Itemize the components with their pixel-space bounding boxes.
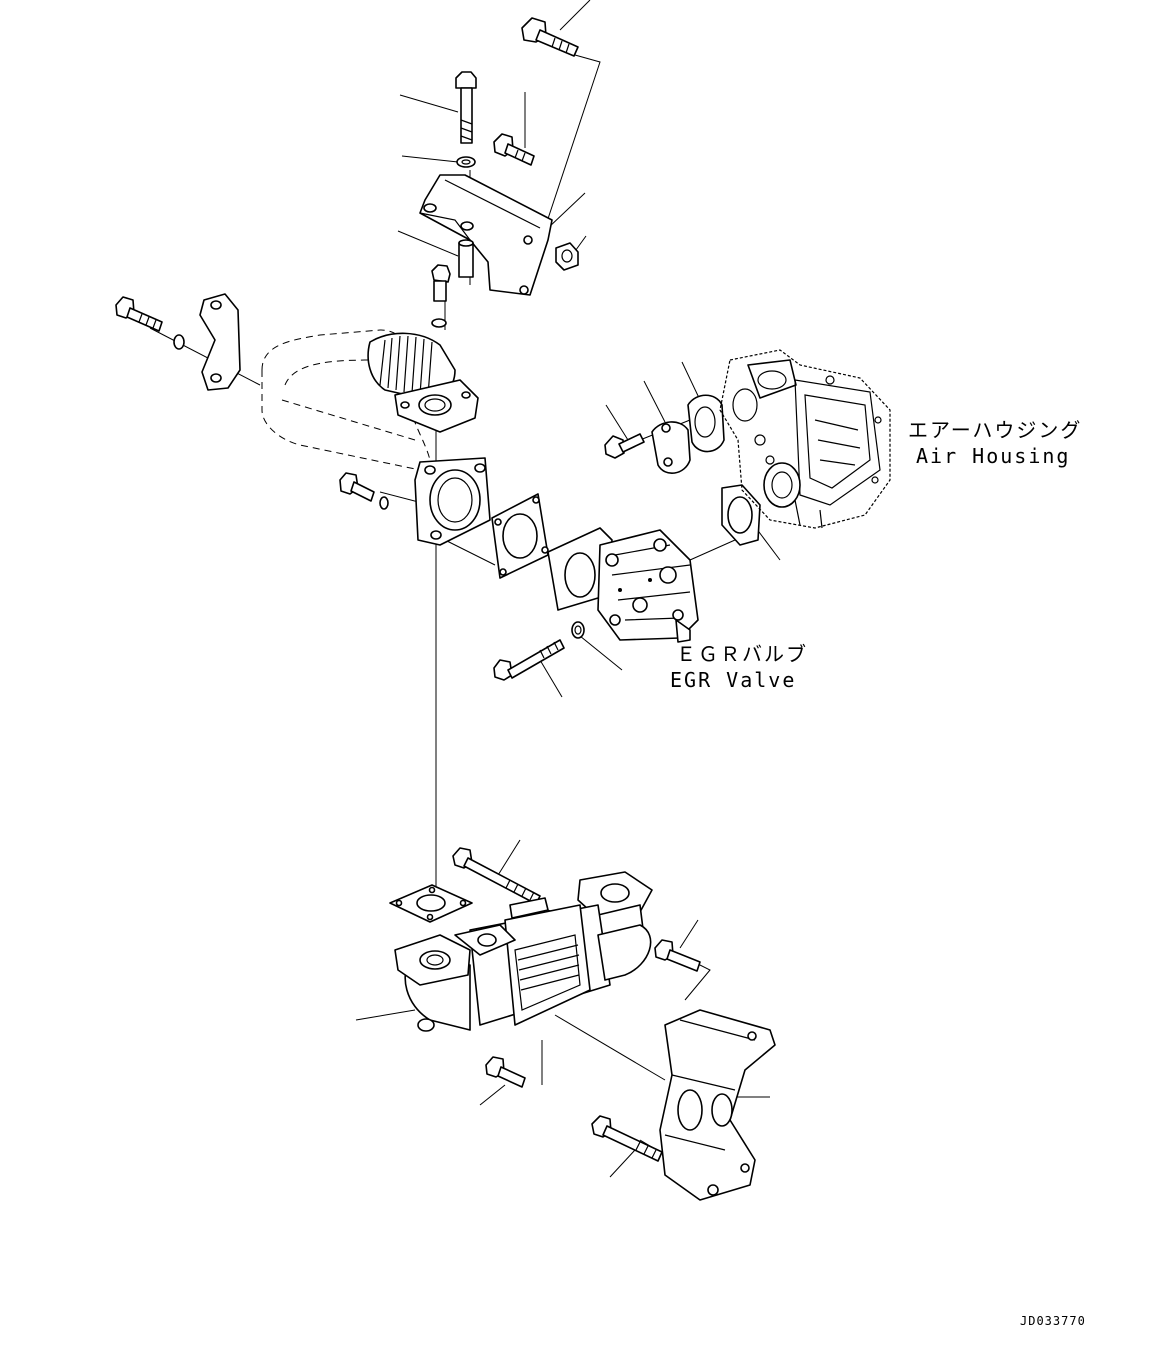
vertical-bolt: [455, 71, 477, 168]
small-bolt: [493, 133, 535, 166]
pipe-clamp: [199, 293, 241, 391]
valve-washer: [571, 621, 585, 639]
cooler-long-bolt: [452, 847, 541, 905]
bracket-bolt: [591, 1115, 663, 1162]
air-housing-label-en: Air Housing: [916, 444, 1071, 468]
cooler-bracket: [659, 1009, 776, 1201]
leader-lines: [355, 0, 781, 1178]
cover-bolt: [604, 433, 645, 459]
cover-plate: [651, 421, 691, 474]
egr-valve-label-jp: ＥＧＲバルブ: [676, 642, 808, 666]
valve-bolt: [493, 639, 565, 681]
cooler-lower-bolt: [485, 1056, 526, 1088]
egr-cooler: [394, 871, 653, 1032]
pipe-bolt: [431, 264, 451, 328]
bellows: [367, 332, 479, 433]
air-housing-label-jp: エアーハウジング: [908, 418, 1083, 442]
cooler-gasket: [389, 884, 473, 923]
bushing: [555, 242, 579, 271]
heat-shield-bracket: [419, 174, 553, 296]
spacer-collar: [458, 239, 474, 278]
cooler-bracket-bolt: [654, 939, 701, 972]
egr-valve-label-en: EGR Valve: [670, 668, 797, 692]
left-clamp-bolt: [115, 296, 185, 350]
cover-gasket: [687, 394, 725, 453]
flange-bolt: [339, 472, 389, 510]
pipe-flange: [414, 457, 491, 546]
drawing-code: JD033770: [1020, 1314, 1086, 1328]
egr-valve: [547, 527, 699, 643]
top-bolt: [521, 17, 579, 57]
air-housing: [719, 349, 891, 529]
valve-gasket: [721, 484, 761, 546]
flange-gasket: [491, 493, 549, 579]
